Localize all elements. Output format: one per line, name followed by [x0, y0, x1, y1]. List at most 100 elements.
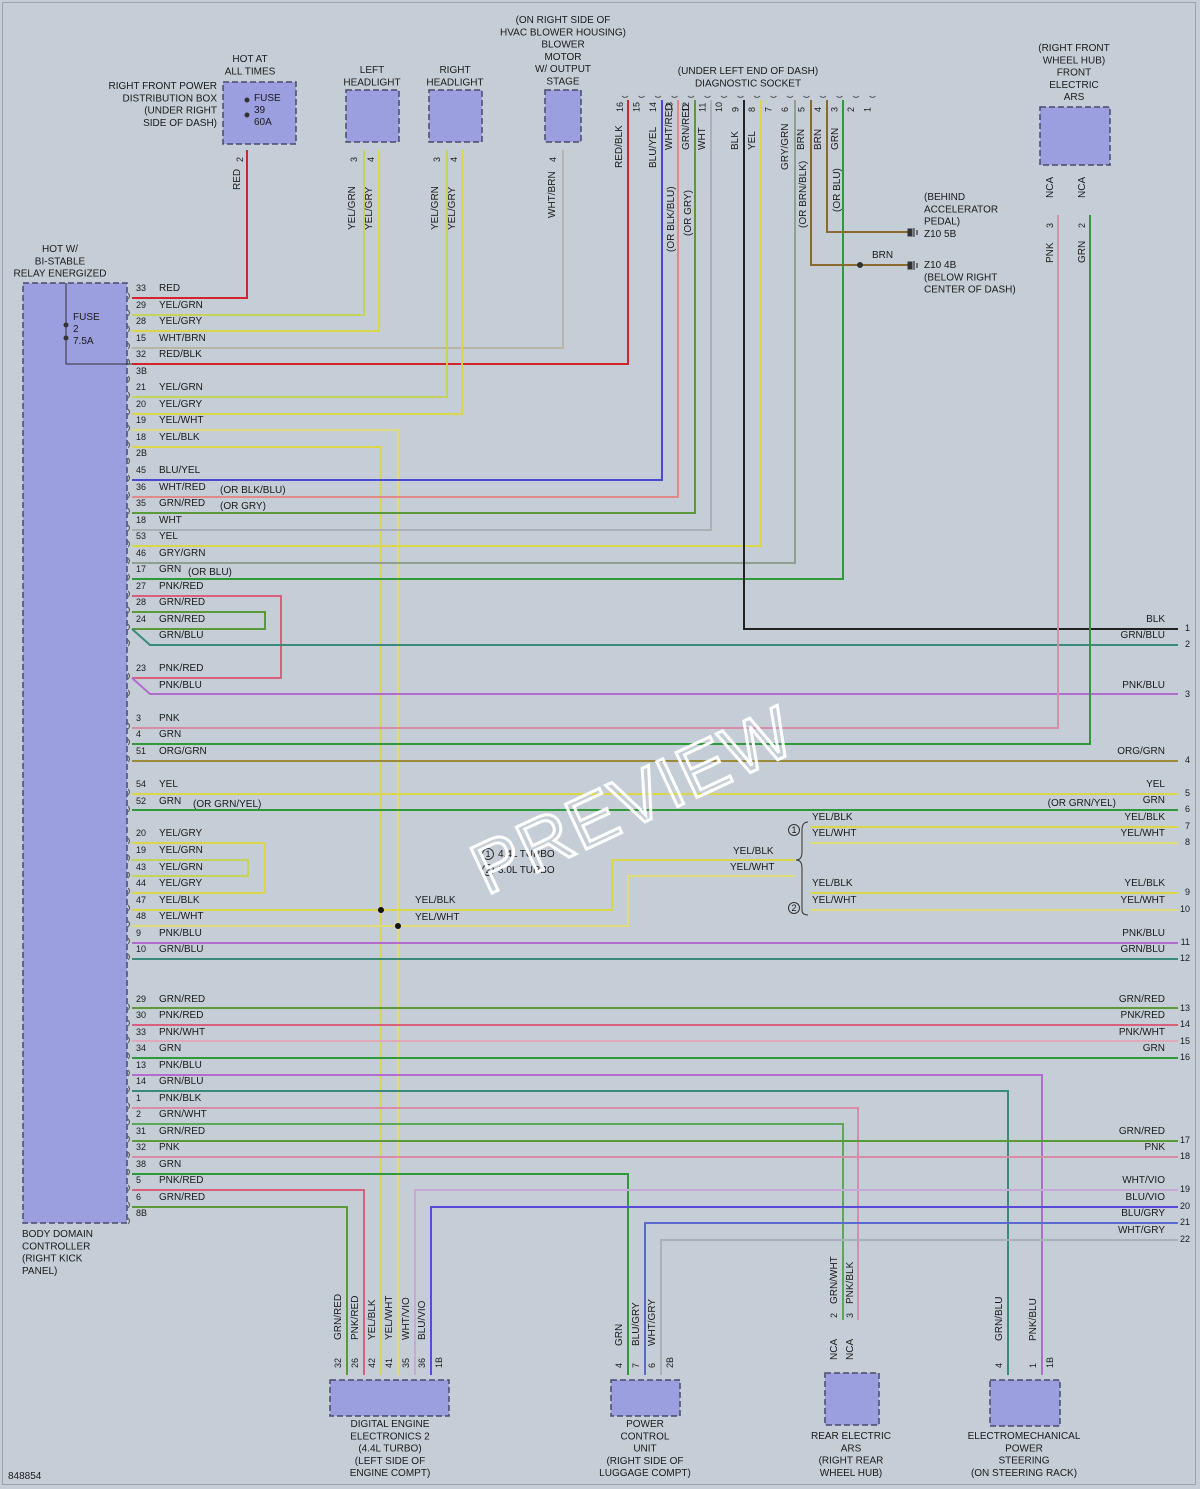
bdc-pin-number: 28 [136, 597, 146, 607]
diag-pin-number: 1 [863, 107, 873, 112]
top-pin-number: 4 [449, 157, 459, 162]
bdc-wire-label: PNK/RED [159, 1010, 203, 1021]
wire-grn-blu-eps [132, 1090, 1009, 1375]
bdc-wire-label: ORG/GRN [159, 746, 207, 757]
right-wire-label: BLK [1146, 614, 1165, 625]
bdc-pin-number: 34 [136, 1043, 146, 1053]
bdc-pin-number: 18 [136, 515, 146, 525]
bdc-pin-number: 29 [136, 300, 146, 310]
right-wire-label: ORG/GRN [1117, 746, 1165, 757]
dme-pin-number: 1B [434, 1357, 444, 1368]
top-wire-alt-label: (OR BLK/BLU) [666, 186, 677, 252]
right-wire-label: BLU/VIO [1126, 1192, 1166, 1203]
bdc-fuse-label: 7.5A [73, 336, 94, 347]
diag-pin-number: 2 [846, 107, 856, 112]
diag-pin-number: 4 [813, 107, 823, 112]
right-edge-number: 12 [1180, 953, 1190, 963]
right-wire-label: PNK/WHT [1119, 1027, 1165, 1038]
bdc-wire-label: PNK [159, 713, 180, 724]
wire-blu-vio [430, 1206, 1178, 1375]
dme-box [329, 1379, 450, 1417]
pcu-label: UNIT [633, 1444, 656, 1455]
bdc-wire-label: PNK/BLU [159, 928, 202, 939]
wire-blu-yel [132, 100, 663, 481]
ground-z10-5b-label: PEDAL) [924, 217, 960, 228]
diag-pin-number: 13 [665, 102, 675, 112]
blower-motor-box [544, 89, 582, 143]
bdc-wire-label: PNK/RED [159, 1175, 203, 1186]
front-ars-label: ARS [1064, 92, 1085, 103]
bdc-wire-label: GRN [159, 1159, 181, 1170]
splice-dot [395, 923, 401, 929]
top-wire-alt-label: (OR BLU) [832, 168, 843, 212]
bdc-pin-number: 43 [136, 862, 146, 872]
top-wire-label: GRY/GRN [780, 124, 791, 171]
bdc-wire-label: GRN/BLU [159, 944, 203, 955]
bdc-fuse-label: FUSE [73, 312, 100, 323]
top-wire-label: YEL/GRN [430, 186, 441, 230]
pcu-label: POWER [626, 1419, 664, 1430]
right-wire-label: GRN [1143, 1043, 1165, 1054]
ground-z10-5b-label: ACCELERATOR [924, 204, 998, 215]
right-edge-number: 7 [1185, 821, 1190, 831]
rear-ars-label: ARS [841, 1443, 862, 1454]
right-wire-label: YEL/BLK [1124, 812, 1165, 823]
bdc-wire-alt-label: (OR GRN/YEL) [193, 799, 261, 810]
bdc-label: (RIGHT KICK [22, 1254, 83, 1265]
dme-wire-label: YEL/BLK [367, 1299, 378, 1340]
pcu-label: CONTROL [621, 1431, 670, 1442]
wire-wht-red [132, 100, 679, 498]
pcu-wire-label: GRN [614, 1324, 625, 1346]
nca-label: NCA [829, 1339, 840, 1360]
wire-yel-wht-48 [132, 875, 795, 927]
bdc-wire-label: WHT [159, 515, 182, 526]
bdc-pin-number: 18 [136, 432, 146, 442]
option-number: 1 [791, 825, 796, 835]
wire-pnk [132, 215, 1059, 729]
bdc-wire-label: PNK [159, 1142, 180, 1153]
right-wire-label: PNK/BLU [1122, 928, 1165, 939]
bdc-pin-number: 47 [136, 895, 146, 905]
bdc-wire-label: PNK/RED [159, 663, 203, 674]
pdb-fuse-label: 60A [254, 117, 272, 128]
wire-yel-blk [132, 446, 382, 1375]
wire-gry-grn [132, 100, 796, 564]
bdc-fuse-line [65, 283, 132, 365]
eps-label: ELECTROMECHANICAL [968, 1431, 1081, 1442]
diag-pin-number: 12 [681, 102, 691, 112]
pcu-pin-number: 7 [631, 1363, 641, 1368]
bdc-wire-label: PNK/BLK [159, 1093, 202, 1104]
dme-label: (4.4L TURBO) [358, 1444, 421, 1455]
bdc-pin-number: 51 [136, 746, 146, 756]
front-ars-pin: 2 [1077, 223, 1087, 228]
front-ars-box [1039, 106, 1111, 166]
rear-ars-pin-number: 3 [845, 1313, 855, 1318]
bdc-pin-number: 36 [136, 482, 146, 492]
bdc-pin-number: 9 [136, 928, 141, 938]
bdc-wire-label: WHT/BRN [159, 333, 206, 344]
top-wire-label: BLK [730, 131, 741, 150]
pcu-pin-number: 2B [665, 1357, 675, 1368]
wire-brn-1 [810, 100, 908, 266]
power-distribution-box [222, 81, 297, 145]
mid-wire-label: YEL/BLK [812, 812, 853, 823]
front-ars-label: FRONT [1057, 68, 1091, 79]
diag-pin-number: 9 [731, 107, 741, 112]
wire-grn-wht [132, 1123, 844, 1320]
bdc-pin-number: 5 [136, 1175, 141, 1185]
bdc-pin-number: 24 [136, 614, 146, 624]
right-edge-number: 14 [1180, 1019, 1190, 1029]
bdc-wire-label: GRN/WHT [159, 1109, 207, 1120]
eps-label: STEERING [998, 1456, 1049, 1467]
bdc-wire-label: BLU/YEL [159, 465, 201, 476]
diag-pin-number: 7 [764, 107, 774, 112]
right-edge-number: 16 [1180, 1052, 1190, 1062]
bdc-pin-number: 45 [136, 465, 146, 475]
bdc-pin-number: 19 [136, 845, 146, 855]
bdc-wire-label: GRN/RED [159, 498, 205, 509]
bdc-pin-number: 31 [136, 1126, 146, 1136]
diag-pin-number: 11 [698, 103, 708, 112]
bdc-pin-number: 38 [136, 1159, 146, 1169]
bdc-wire-label: GRN/BLU [159, 1076, 203, 1087]
bdc-pin-number: 23 [136, 663, 146, 673]
